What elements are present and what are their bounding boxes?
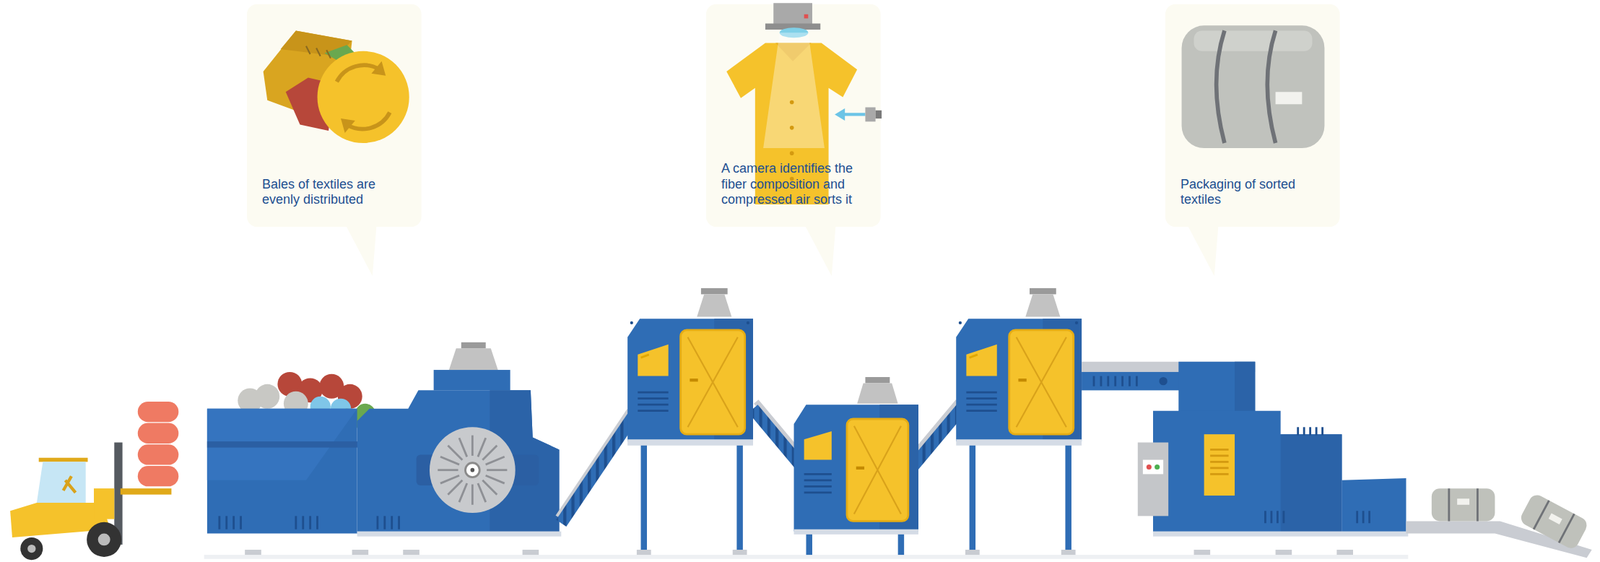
forklift (10, 401, 179, 560)
output-conveyor (1405, 488, 1592, 558)
bubble-tail (1187, 225, 1219, 276)
sorter-1 (627, 288, 754, 555)
bubble-tail (345, 225, 377, 276)
callout-bubble: A camera identifies the fiber compositio… (706, 4, 881, 227)
callout-text: A camera identifies the fiber compositio… (721, 161, 874, 208)
packed-bale-icon (1181, 25, 1325, 149)
bubble-shape (1165, 4, 1341, 227)
conveyors (558, 401, 962, 523)
bubble-shape (246, 4, 422, 227)
callout-text: Packaging of sorted textiles (1180, 176, 1333, 208)
callout-bubble: Bales of textiles are evenly distributed (246, 4, 422, 227)
hopper (207, 408, 361, 534)
sorter-2 (794, 376, 919, 555)
bale-icon (263, 30, 410, 143)
distributor-drum (357, 342, 562, 537)
callout-text: Bales of textiles are evenly distributed (262, 176, 415, 208)
bubble-tail (805, 225, 836, 276)
bubble-shape (706, 4, 881, 227)
sorter-3 (955, 288, 1082, 555)
callout-bubble: Packaging of sorted textiles (1165, 4, 1341, 227)
baler (1081, 361, 1408, 555)
